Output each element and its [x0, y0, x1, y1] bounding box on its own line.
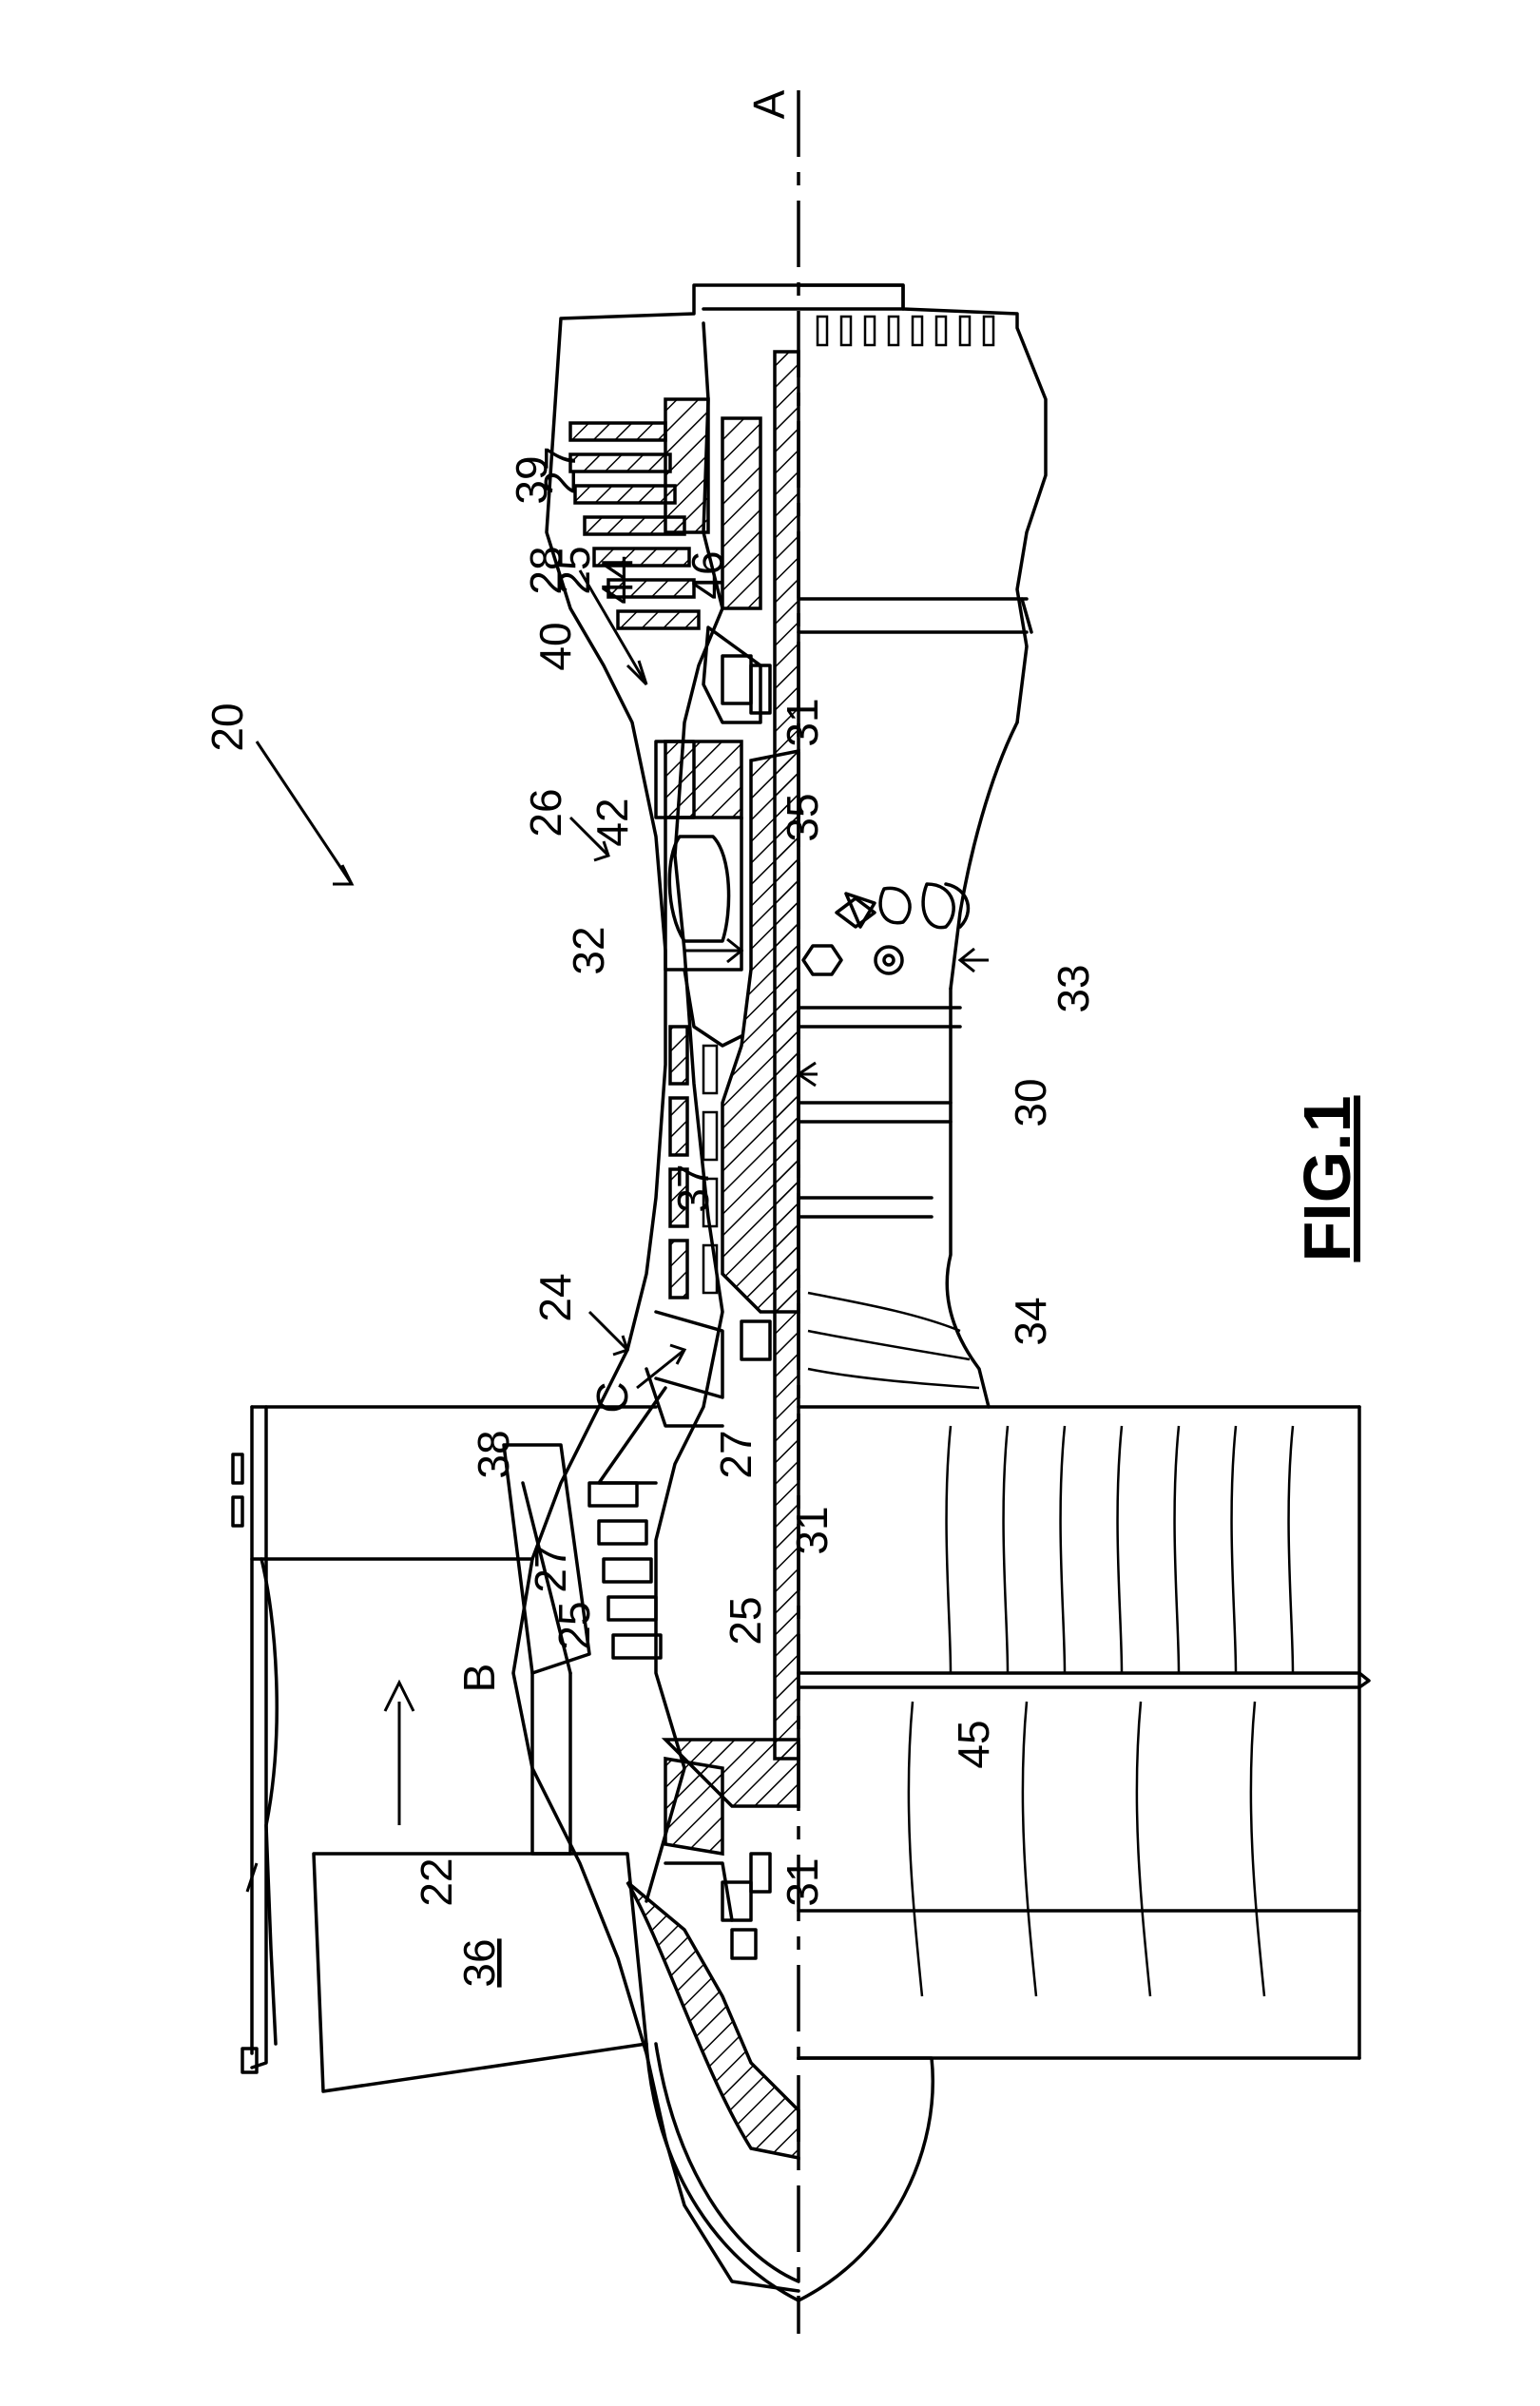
label-35: 35 — [778, 793, 827, 841]
label-flow-C: C — [587, 1381, 637, 1413]
label-39: 39 — [507, 455, 556, 504]
label-axis-A: A — [744, 89, 794, 119]
label-36: 36 — [454, 1938, 504, 1987]
label-42: 42 — [587, 798, 637, 846]
label-31-rear: 31 — [778, 698, 827, 746]
label-26: 26 — [521, 788, 570, 837]
label-37: 37 — [668, 1164, 718, 1212]
label-44: 44 — [592, 555, 642, 604]
label-31-front: 31 — [778, 1857, 827, 1906]
reference-numerals: 20 22 24 26 28 27 39 25 44 40 42 32 46 3… — [202, 89, 1098, 1987]
label-22: 22 — [412, 1857, 461, 1906]
label-25-hpc: 25 — [721, 1596, 770, 1645]
label-46: 46 — [683, 550, 732, 599]
label-25-lpc: 25 — [549, 1601, 599, 1649]
label-38: 38 — [469, 1430, 518, 1478]
label-40: 40 — [530, 622, 580, 670]
label-27-lpc: 27 — [526, 1544, 575, 1592]
leader-lines — [247, 570, 989, 1892]
label-34: 34 — [1006, 1297, 1055, 1345]
label-30: 30 — [1006, 1078, 1055, 1126]
label-20: 20 — [202, 703, 252, 751]
label-24: 24 — [530, 1273, 580, 1321]
figure-title: FIG.1 — [1290, 1095, 1364, 1261]
label-33: 33 — [1049, 964, 1098, 1012]
label-32: 32 — [564, 926, 613, 974]
label-27-hpc: 27 — [711, 1430, 760, 1478]
engine-exterior-view — [799, 285, 1369, 2300]
label-31-mid: 31 — [787, 1506, 837, 1554]
label-flow-B: B — [454, 1664, 504, 1693]
label-45: 45 — [949, 1720, 998, 1768]
